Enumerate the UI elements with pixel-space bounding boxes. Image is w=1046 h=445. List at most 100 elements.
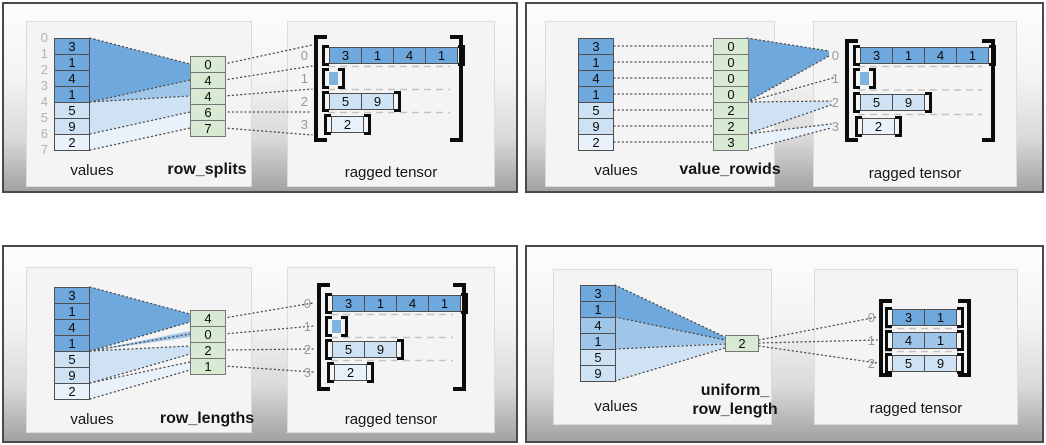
value-cell: 5 (54, 351, 90, 368)
value-cell: 1 (54, 303, 90, 320)
partition-cell: 0 (190, 56, 226, 73)
row-bracket-right (957, 353, 964, 374)
value-cell: 1 (578, 86, 614, 103)
tensor-bracket-right (982, 39, 995, 142)
tensor-cell: 9 (892, 94, 925, 111)
tensor-cell: 1 (364, 295, 397, 312)
row-bracket-left (322, 91, 329, 112)
row-bracket-right (461, 293, 468, 314)
values-label: values (70, 411, 114, 428)
value-cell: 4 (54, 70, 90, 87)
row-index: 0 (831, 48, 839, 63)
tensor-cell: 4 (393, 47, 426, 64)
row-index: 2 (303, 342, 311, 357)
values-label: values (594, 162, 638, 179)
method-label-line2: row_length (692, 401, 778, 418)
method-label-line1: uniform_ (700, 382, 770, 399)
partition-cell: 2 (190, 342, 226, 359)
row-index: 0 (300, 48, 308, 63)
tensor-cell: 9 (364, 341, 397, 358)
tensor-row: 3 1 4 1 (853, 45, 996, 66)
values-column: 3 1 4 1 5 9 2 (54, 38, 90, 151)
partition-cell: 2 (725, 335, 759, 352)
value-cell: 5 (54, 102, 90, 119)
row-bracket-right (895, 116, 902, 137)
partition-cell: 3 (713, 134, 749, 151)
tensor-cell: 3 (892, 309, 925, 326)
tensor-cell: 4 (924, 47, 957, 64)
tensor-row: 2 (327, 362, 374, 383)
row-index: 3 (303, 365, 311, 380)
row-bracket-right (367, 362, 374, 383)
value-cell: 9 (580, 365, 616, 382)
tensor-cell: 5 (332, 341, 365, 358)
tensor-cell: 9 (924, 355, 957, 372)
value-cell: 3 (578, 38, 614, 55)
partition-cell: 2 (713, 102, 749, 119)
partition-cell: 1 (190, 358, 226, 375)
panel-row-lengths: 3 1 4 1 5 9 2 4 0 2 1 0 1 2 3 3 1 4 1 (2, 245, 518, 443)
tensor-cell: 1 (956, 47, 989, 64)
empty-row-fill (332, 320, 341, 333)
tensor-cell: 5 (329, 93, 362, 110)
row-index: 2 (300, 94, 308, 109)
row-bracket-right (394, 91, 401, 112)
partition-cell: 0 (713, 86, 749, 103)
value-cell: 4 (578, 70, 614, 87)
partition-cell: 7 (190, 120, 226, 137)
tensor-row: 5 9 (885, 353, 964, 374)
tensor-row: 5 9 (325, 339, 404, 360)
value-index: 3 (40, 78, 48, 93)
partition-cell: 4 (190, 88, 226, 105)
partition-cell: 2 (713, 118, 749, 135)
panel-uniform-row-length: 3 1 4 1 5 9 2 0 1 2 3 1 4 1 5 (525, 245, 1044, 443)
row-index: 0 (867, 310, 875, 325)
value-cell: 9 (54, 118, 90, 135)
row-bracket-left (885, 307, 892, 328)
row-bracket-right (957, 330, 964, 351)
value-index: 1 (40, 46, 48, 61)
row-bracket-left (322, 45, 329, 66)
row-bracket-left (853, 45, 860, 66)
row-bracket-left (325, 339, 332, 360)
values-column: 3 1 4 1 5 9 2 (578, 38, 614, 151)
panel-value-rowids: 3 1 4 1 5 9 2 0 0 0 0 2 2 3 0 1 2 3 3 1 … (525, 2, 1044, 193)
tensor-cell: 1 (924, 332, 957, 349)
values-label: values (594, 398, 638, 415)
row-bracket-left (325, 316, 332, 337)
tensor-bracket-left (317, 283, 330, 391)
connector-lines (613, 37, 982, 151)
tensor-bracket-left (314, 35, 327, 142)
tensor-row: 5 9 (853, 92, 932, 113)
row-index: 3 (831, 119, 839, 134)
tensor-row: 3 1 (885, 307, 964, 328)
partition-cell: 6 (190, 104, 226, 121)
value-cell: 4 (54, 319, 90, 336)
row-bracket-left (853, 68, 860, 89)
method-label: row_lengths (159, 410, 255, 427)
tensor-row: 5 9 (322, 91, 401, 112)
tensor-row: 2 (324, 114, 371, 135)
values-column: 3 1 4 1 5 9 2 (54, 287, 90, 400)
panel-row-splits: 0 1 2 3 4 5 6 7 3 1 4 1 5 9 2 0 4 4 6 7 … (2, 2, 518, 193)
tensor-cell: 1 (924, 309, 957, 326)
value-index: 6 (40, 126, 48, 141)
row-bracket-right (338, 68, 345, 89)
ragged-tensor-label: ragged tensor (344, 164, 438, 181)
empty-row-fill (860, 72, 869, 85)
row-bracket-right (925, 92, 932, 113)
value-rowids-column: 0 0 0 0 2 2 3 (713, 38, 749, 151)
tensor-cell: 3 (332, 295, 365, 312)
row-bracket-right (364, 114, 371, 135)
value-cell: 2 (54, 134, 90, 151)
value-cell: 3 (54, 287, 90, 304)
row-bracket-right (957, 307, 964, 328)
row-bracket-left (885, 353, 892, 374)
tensor-row: 3 1 4 1 (325, 293, 468, 314)
tensor-cell: 1 (428, 295, 461, 312)
tensor-cell: 5 (860, 94, 893, 111)
partition-cell: 4 (190, 72, 226, 89)
ragged-tensor-box (287, 267, 495, 433)
value-cell: 1 (54, 86, 90, 103)
